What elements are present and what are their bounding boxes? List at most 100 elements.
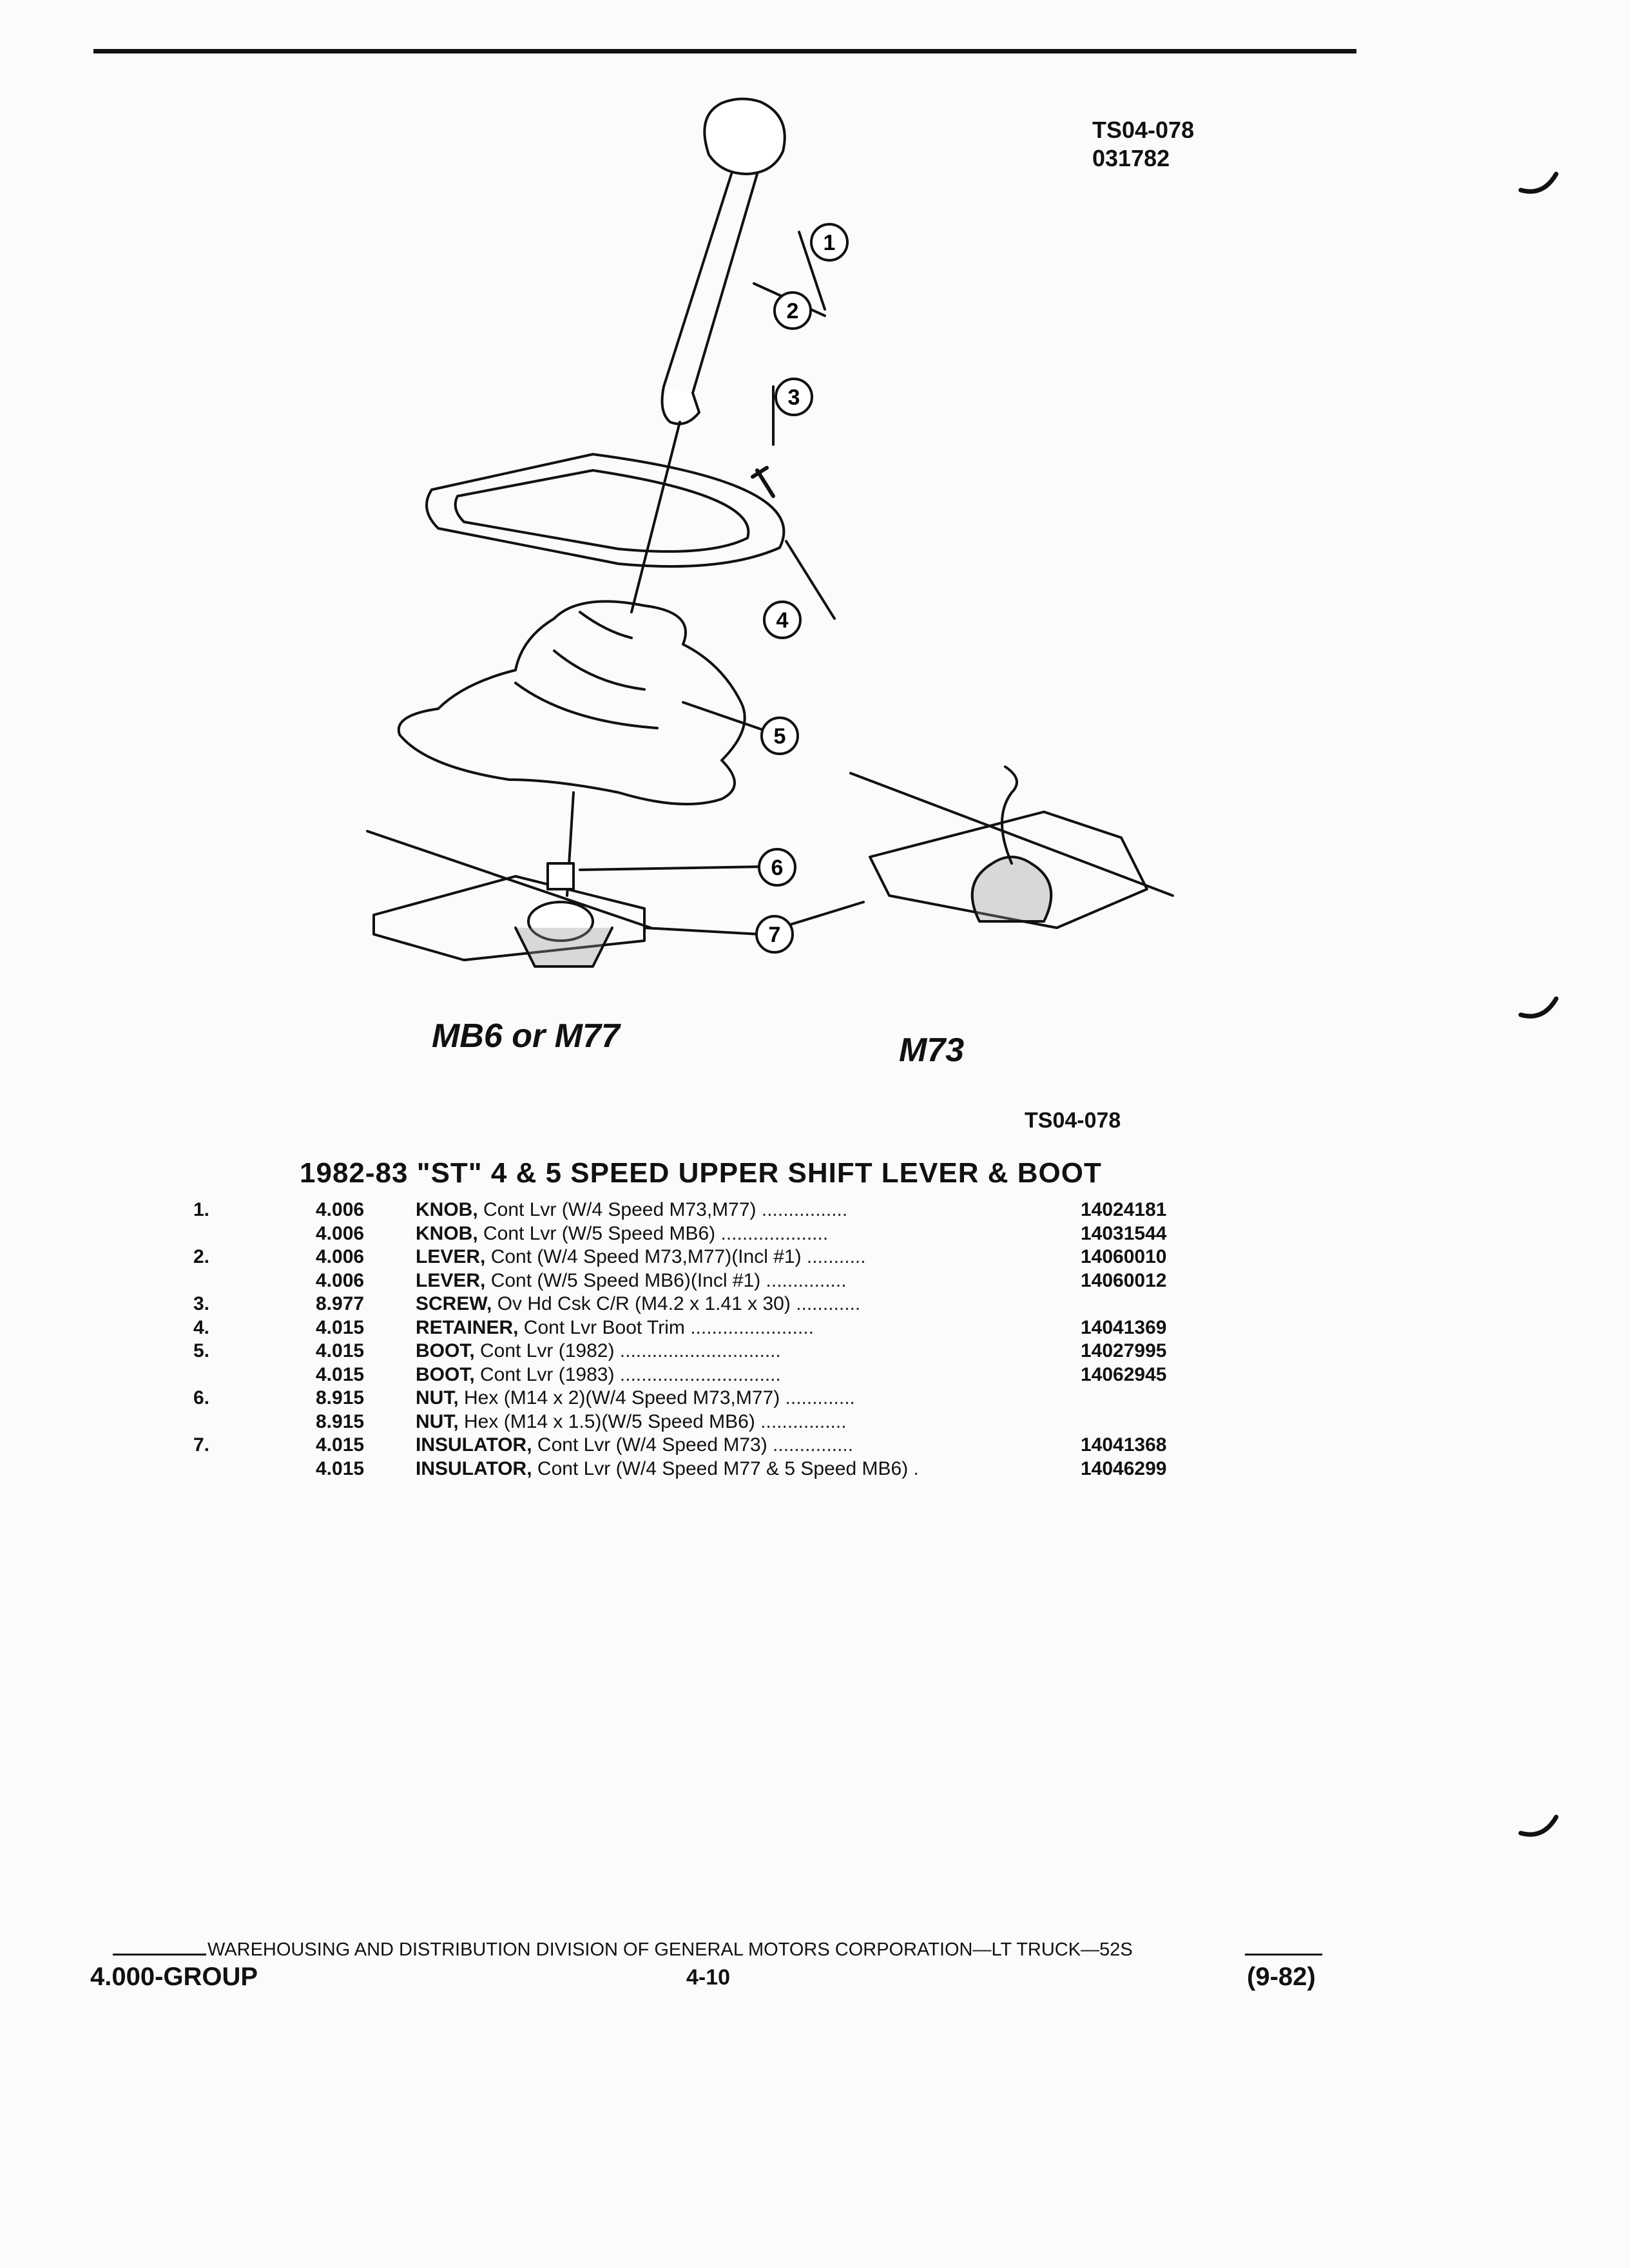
part-name: LEVER, [416,1246,486,1267]
ref-number: 1. [193,1199,210,1220]
parts-row: 5. 4.015 BOOT, Cont Lvr (1982) ...........… [193,1340,1166,1363]
leader-dots: ............... [767,1434,854,1456]
part-number: 14046299 [1081,1457,1167,1479]
figure-id: TS04-078 [1092,117,1195,143]
footer-rule-right [1245,1954,1322,1956]
part-name: BOOT, [416,1340,475,1361]
leader-dots: ................ [755,1410,847,1432]
parts-row: 1. 4.006 KNOB, Cont Lvr (W/4 Speed M73,M77… [193,1198,1166,1222]
part-number: 14031544 [1081,1222,1167,1244]
part-name: LEVER, [416,1269,486,1291]
svg-text:6: 6 [771,856,784,880]
leader-dots: ............. [780,1387,855,1408]
parts-row: 2. 4.006 LEVER, Cont (W/4 Speed M73,M77)(I… [193,1245,1166,1269]
ref-number: 2. [193,1246,210,1267]
parts-row: 6. 8.915 NUT, Hex (M14 x 2)(W/4 Speed M73,… [193,1387,1166,1410]
part-detail: Cont (W/5 Speed MB6)(Incl #1) [490,1269,761,1291]
part-detail: Cont (W/4 Speed M73,M77)(Incl #1) [490,1246,802,1267]
part-detail: Cont Lvr Boot Trim [523,1316,685,1338]
svg-text:1: 1 [824,231,836,255]
part-description: KNOB, Cont Lvr (W/4 Speed M73,M77) .....… [416,1198,1081,1222]
part-number: 14041368 [1081,1434,1167,1456]
leader-dots: ............ [790,1293,861,1314]
ref-number [193,1410,316,1434]
part-number [1081,1387,1166,1410]
part-name: NUT, [416,1387,459,1408]
ref-number: 3. [193,1293,210,1314]
callout-3: 3 [775,378,813,416]
leader-dots: ........... [801,1246,866,1267]
figure-id-block: TS04-078 031782 [1092,116,1194,173]
part-description: KNOB, Cont Lvr (W/5 Speed MB6) .........… [416,1222,1081,1246]
footer-group: 4.000-GROUP [90,1963,258,1991]
ref-number [193,1222,316,1246]
footer-rule-left [113,1954,206,1956]
part-detail: Cont Lvr (1982) [480,1340,615,1361]
part-description: SCREW, Ov Hd Csk C/R (M4.2 x 1.41 x 30) … [416,1293,1081,1316]
group-number: 4.015 [316,1434,365,1456]
part-number: 14060010 [1081,1246,1167,1267]
parts-row: 3. 8.977 SCREW, Ov Hd Csk C/R (M4.2 x 1.41… [193,1293,1166,1316]
part-detail: Hex (M14 x 2)(W/4 Speed M73,M77) [464,1387,780,1408]
figure-reference: TS04-078 [1025,1108,1121,1133]
leader-dots: .............................. [614,1340,781,1361]
part-number: 14041369 [1081,1316,1167,1338]
callout-6: 6 [758,848,796,887]
part-description: RETAINER, Cont Lvr Boot Trim ...........… [416,1316,1081,1340]
part-number [1081,1410,1166,1434]
group-number: 4.015 [316,1363,365,1385]
group-number: 4.015 [316,1340,365,1361]
part-name: BOOT, [416,1363,475,1385]
leader-dots: .................... [715,1222,829,1244]
callout-2: 2 [773,291,812,330]
part-name: KNOB, [416,1222,478,1244]
binding-mark [1518,996,1559,1019]
group-number: 8.977 [316,1293,365,1314]
mb6-assembly-shape [372,875,646,961]
part-detail: Ov Hd Csk C/R (M4.2 x 1.41 x 30) [497,1293,791,1314]
group-number: 4.015 [316,1457,365,1479]
part-name: INSULATOR, [416,1434,532,1456]
group-number: 4.006 [316,1269,365,1291]
top-rule [93,49,1356,53]
exploded-diagram: 1 2 3 4 5 6 7 [366,97,1174,968]
parts-row: 4.015 BOOT, Cont Lvr (1983) .............… [193,1363,1166,1387]
part-detail: Cont Lvr (1983) [480,1363,615,1385]
svg-text:4: 4 [776,608,789,633]
part-detail: Cont Lvr (W/4 Speed M77 & 5 Speed MB6) [537,1457,909,1479]
part-name: INSULATOR, [416,1457,532,1479]
ref-number: 7. [193,1434,210,1456]
ref-number [193,1363,316,1387]
svg-text:3: 3 [788,385,800,410]
group-number: 4.006 [316,1199,365,1220]
page-number: 4-10 [686,1965,731,1990]
parts-row: 4.006 LEVER, Cont (W/5 Speed MB6)(Incl #1… [193,1269,1166,1293]
retainer-shape [425,453,786,568]
part-name: NUT, [416,1410,459,1432]
part-detail: Cont Lvr (W/4 Speed M73,M77) [483,1199,757,1220]
part-number [1081,1293,1166,1316]
callout-4: 4 [763,601,802,639]
part-description: BOOT, Cont Lvr (1982) ..................… [416,1340,1081,1363]
callout-5: 5 [760,716,799,755]
ref-number: 6. [193,1387,210,1408]
knob-shape [703,97,786,175]
svg-text:5: 5 [774,724,786,749]
part-number: 14060012 [1081,1269,1167,1291]
group-number: 4.006 [316,1246,365,1267]
leader-dots: .............................. [614,1363,781,1385]
part-description: INSULATOR, Cont Lvr (W/4 Speed M77 & 5 S… [416,1457,1081,1481]
m73-assembly-shape [869,811,1148,929]
part-name: KNOB, [416,1199,478,1220]
parts-row: 4.015 INSULATOR, Cont Lvr (W/4 Speed M77 … [193,1457,1166,1481]
ref-number: 5. [193,1340,210,1361]
svg-text:7: 7 [769,923,781,947]
part-description: LEVER, Cont (W/4 Speed M73,M77)(Incl #1)… [416,1245,1081,1269]
group-number: 8.915 [316,1410,365,1432]
group-number: 8.915 [316,1387,365,1408]
